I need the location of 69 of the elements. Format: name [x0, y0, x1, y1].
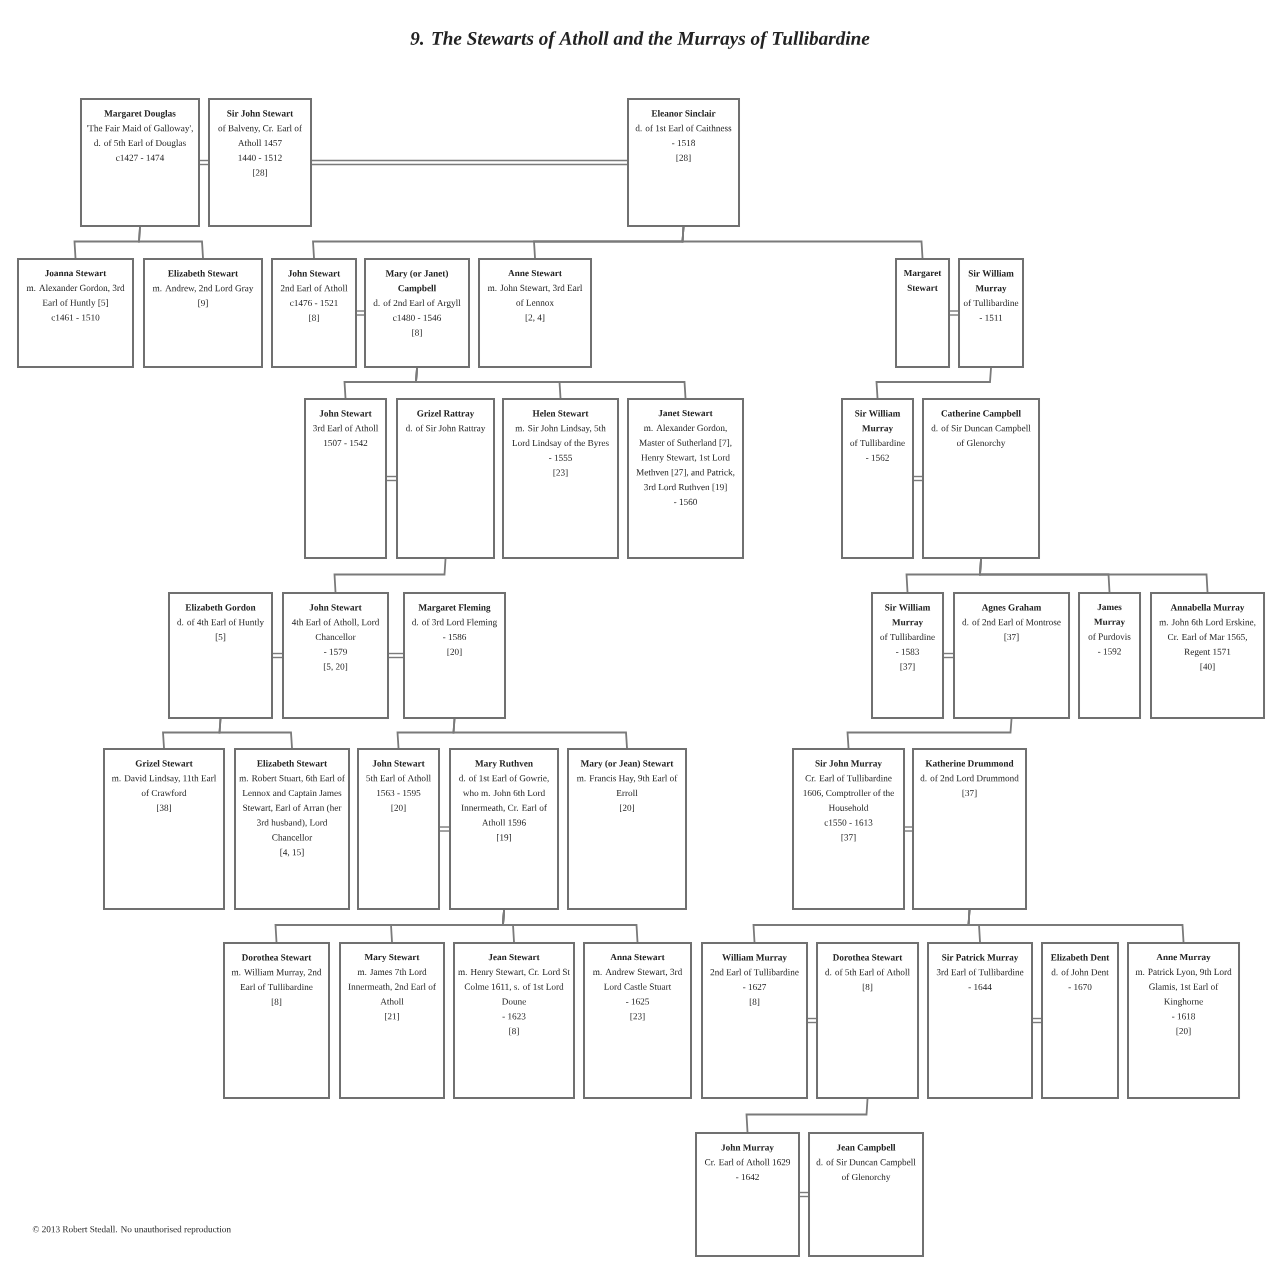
marriage-line	[950, 310, 958, 316]
person-box: John Stewart 5th Earl of Atholl 1563 - 1595 [20]	[357, 748, 440, 910]
person-box: Elizabeth Gordon d. of 4th Earl of Huntly [5]	[168, 592, 273, 719]
person-box: William Murray 2nd Earl of Tullibardine - 1627 [8]	[701, 942, 808, 1099]
copyright-note: © 2013 Robert Stedall. No unauthorised reproduction	[32, 1225, 231, 1235]
person-box: Sir William Murray of Tullibardine - 1562	[841, 398, 914, 559]
person-box: Annabella Murray m. John 6th Lord Erskine, Cr. Earl of Mar 1565, Regent 1571 [40]	[1150, 592, 1265, 719]
marriage-line	[808, 1017, 816, 1024]
marriage-line	[944, 652, 953, 659]
person-box: John Stewart 4th Earl of Atholl, Lord Chancellor - 1579 [5, 20]	[282, 592, 389, 719]
person-box: Elizabeth Dent d. of John Dent - 1670	[1041, 942, 1119, 1099]
person-box: John Murray Cr. Earl of Atholl 1629 - 1642	[695, 1132, 800, 1257]
marriage-line	[440, 826, 449, 832]
descent-line	[218, 718, 293, 749]
marriage-line	[1033, 1017, 1041, 1024]
person-box: Helen Stewart m. Sir John Lindsay, 5th Lord Lindsay of the Byres - 1555 [23]	[502, 398, 619, 559]
marriage-line	[200, 159, 208, 166]
person-box: Sir John Murray Cr. Earl of Tullibardine 1606, Comptroller of the Household c1550 - 1613 [37]	[792, 748, 905, 910]
marriage-line	[905, 826, 912, 832]
person-box: Jean Campbell d. of Sir Duncan Campbell of Glenorchy	[808, 1132, 924, 1257]
person-box: Anne Murray m. Patrick Lyon, 9th Lord Glamis, 1st Earl of Kinghorne - 1618 [20]	[1127, 942, 1240, 1099]
person-box: Mary (or Jean) Stewart m. Francis Hay, 9th Earl of Erroll [20]	[567, 748, 687, 910]
descent-line	[333, 558, 447, 593]
descent-line	[875, 367, 992, 399]
person-box: Joanna Stewart m. Alexander Gordon, 3rd Earl of Huntly [5] c1461 - 1510	[17, 258, 134, 368]
person-box: Margaret Fleming d. of 3rd Lord Fleming - 1586 [20]	[403, 592, 506, 719]
descent-line	[452, 718, 628, 749]
person-box: Grizel Rattray d. of Sir John Rattray	[396, 398, 495, 559]
person-box: Anna Stewart m. Andrew Stewart, 3rd Lord Castle Stuart - 1625 [23]	[583, 942, 692, 1099]
descent-line	[745, 1098, 869, 1133]
descent-line	[979, 558, 1209, 593]
person-box: Dorothea Stewart d. of 5th Earl of Atholl [8]	[816, 942, 919, 1099]
descent-line	[138, 226, 204, 259]
marriage-line	[273, 652, 282, 659]
person-box: Dorothea Stewart m. William Murray, 2nd Earl of Tullibardine [8]	[223, 942, 330, 1099]
descent-line	[415, 367, 687, 399]
person-box: Mary (or Janet) Campbell d. of 2nd Earl of Argyll c1480 - 1546 [8]	[364, 258, 470, 368]
person-box: Elizabeth Stewart m. Andrew, 2nd Lord Gray [9]	[143, 258, 263, 368]
person-box: Margaret Stewart	[895, 258, 950, 368]
marriage-line	[389, 652, 403, 659]
person-box: Anne Stewart m. John Stewart, 3rd Earl of Lennox [2, 4]	[478, 258, 592, 368]
person-box: Janet Stewart m. Alexander Gordon, Master of Sutherland [7], Henry Stewart, 1st Lord Methven [27], and Patrick, 3rd Lord Ruthven [19] - 1560	[627, 398, 744, 559]
title: 9. The Stewarts of Atholl and the Murrays of Tullibardine	[410, 31, 870, 49]
person-box: Jean Stewart m. Henry Stewart, Cr. Lord St Colme 1611, s. of 1st Lord Doune - 1623 [8]	[453, 942, 575, 1099]
marriage-line	[914, 475, 922, 482]
marriage-line	[800, 1191, 808, 1198]
person-box: Margaret Douglas 'The Fair Maid of Galloway', d. of 5th Earl of Douglas c1427 - 1474	[80, 98, 200, 227]
person-box: John Stewart 2nd Earl of Atholl c1476 - 1521 [8]	[271, 258, 357, 368]
marriage-line	[312, 159, 627, 166]
descent-line	[681, 226, 924, 259]
person-box: Agnes Graham d. of 2nd Earl of Montrose [37]	[953, 592, 1070, 719]
marriage-line	[387, 475, 396, 482]
person-box: Katherine Drummond d. of 2nd Lord Drummond [37]	[912, 748, 1027, 910]
person-box: James Murray of Purdovis - 1592	[1078, 592, 1141, 719]
person-box: John Stewart 3rd Earl of Atholl 1507 - 1542	[304, 398, 387, 559]
person-box: Eleanor Sinclair d. of 1st Earl of Caithness - 1518 [28]	[627, 98, 740, 227]
person-box: Elizabeth Stewart m. Robert Stuart, 6th Earl of Lennox and Captain James Stewart, Earl of Arran (her 3rd husband), Lord Chancellor [4, 15]	[234, 748, 350, 910]
person-box: Mary Stewart m. James 7th Lord Innermeath, 2nd Earl of Atholl [21]	[339, 942, 445, 1099]
person-box: Sir John Stewart of Balveny, Cr. Earl of Atholl 1457 1440 - 1512 [28]	[208, 98, 312, 227]
person-box: Mary Ruthven d. of 1st Earl of Gowrie, who m. John 6th Lord Innermeath, Cr. Earl of Atholl 1596 [19]	[449, 748, 559, 910]
marriage-line	[357, 310, 364, 316]
person-box: Catherine Campbell d. of Sir Duncan Campbell of Glenorchy	[922, 398, 1040, 559]
person-box: Sir William Murray of Tullibardine - 1583 [37]	[871, 592, 944, 719]
person-box: Sir Patrick Murray 3rd Earl of Tullibardine - 1644	[927, 942, 1033, 1099]
person-box: Sir William Murray of Tullibardine - 1511	[958, 258, 1024, 368]
person-box: Grizel Stewart m. David Lindsay, 11th Earl of Crawford [38]	[103, 748, 225, 910]
descent-line	[967, 909, 1185, 943]
descent-line	[846, 718, 1013, 749]
descent-line	[502, 909, 639, 943]
